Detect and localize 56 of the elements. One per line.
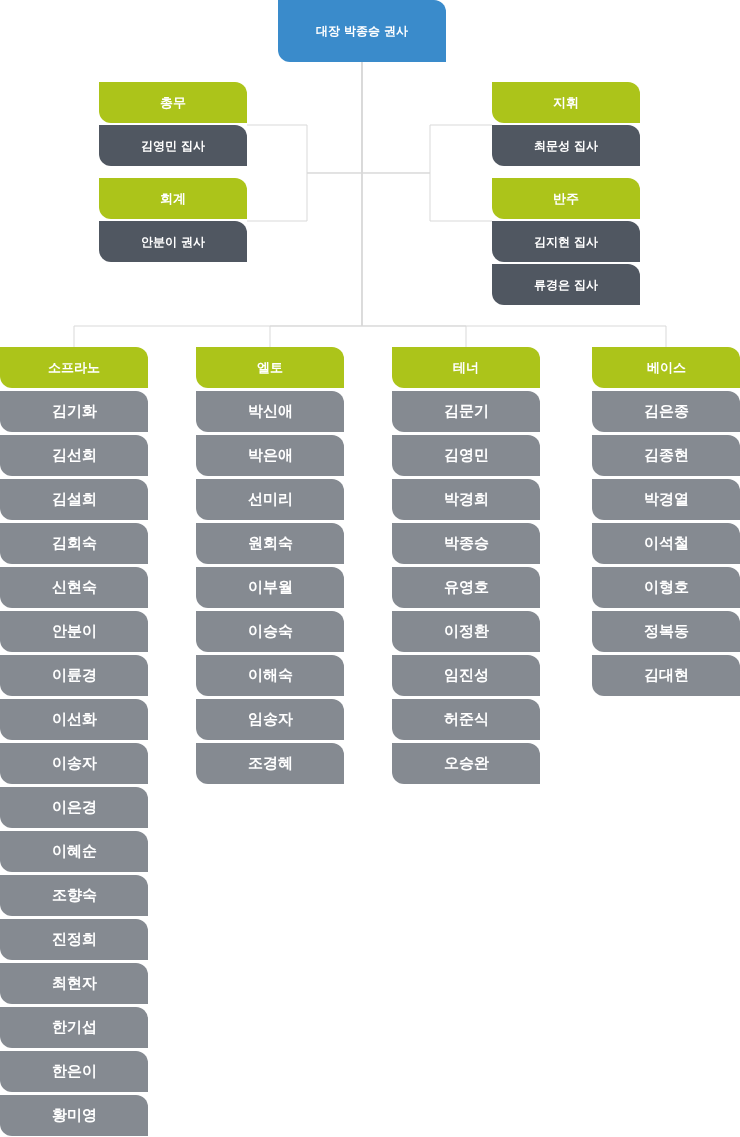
member-box: 이부월 xyxy=(196,567,344,608)
member-box: 김종현 xyxy=(592,435,740,476)
member-box: 정복동 xyxy=(592,611,740,652)
staff-box: 안분이 권사 xyxy=(99,221,247,262)
member-box: 이혜순 xyxy=(0,831,148,872)
section-header: 지휘 xyxy=(492,82,640,123)
member-box: 이형호 xyxy=(592,567,740,608)
staff-box: 김지현 집사 xyxy=(492,221,640,262)
staff-box: 류경은 집사 xyxy=(492,264,640,305)
member-box: 이석철 xyxy=(592,523,740,564)
member-box: 원회숙 xyxy=(196,523,344,564)
staff-box: 김영민 집사 xyxy=(99,125,247,166)
member-box: 김문기 xyxy=(392,391,540,432)
member-box: 오승완 xyxy=(392,743,540,784)
member-box: 김설희 xyxy=(0,479,148,520)
member-box: 임송자 xyxy=(196,699,344,740)
member-box: 이승숙 xyxy=(196,611,344,652)
member-box: 김은종 xyxy=(592,391,740,432)
member-box: 최현자 xyxy=(0,963,148,1004)
member-box: 박종승 xyxy=(392,523,540,564)
member-box: 유영호 xyxy=(392,567,540,608)
section-header: 테너 xyxy=(392,347,540,388)
section-header: 총무 xyxy=(99,82,247,123)
member-box: 이해숙 xyxy=(196,655,344,696)
section-header: 반주 xyxy=(492,178,640,219)
member-box: 한은이 xyxy=(0,1051,148,1092)
member-box: 김선희 xyxy=(0,435,148,476)
member-box: 이정환 xyxy=(392,611,540,652)
leader-box: 대장 박종승 권사 xyxy=(278,0,446,62)
member-box: 임진성 xyxy=(392,655,540,696)
member-box: 박은애 xyxy=(196,435,344,476)
member-box: 이선화 xyxy=(0,699,148,740)
member-box: 김회숙 xyxy=(0,523,148,564)
section-header: 회계 xyxy=(99,178,247,219)
member-box: 허준식 xyxy=(392,699,540,740)
member-box: 안분이 xyxy=(0,611,148,652)
staff-box: 최문성 집사 xyxy=(492,125,640,166)
member-box: 한기섭 xyxy=(0,1007,148,1048)
member-box: 박신애 xyxy=(196,391,344,432)
section-header: 소프라노 xyxy=(0,347,148,388)
member-box: 황미영 xyxy=(0,1095,148,1136)
member-box: 박경희 xyxy=(392,479,540,520)
member-box: 이송자 xyxy=(0,743,148,784)
member-box: 이은경 xyxy=(0,787,148,828)
member-box: 진정희 xyxy=(0,919,148,960)
member-box: 이륜경 xyxy=(0,655,148,696)
section-header: 엘토 xyxy=(196,347,344,388)
section-header: 베이스 xyxy=(592,347,740,388)
member-box: 조향숙 xyxy=(0,875,148,916)
member-box: 선미리 xyxy=(196,479,344,520)
member-box: 김기화 xyxy=(0,391,148,432)
member-box: 김영민 xyxy=(392,435,540,476)
member-box: 박경열 xyxy=(592,479,740,520)
member-box: 조경혜 xyxy=(196,743,344,784)
member-box: 김대현 xyxy=(592,655,740,696)
member-box: 신현숙 xyxy=(0,567,148,608)
